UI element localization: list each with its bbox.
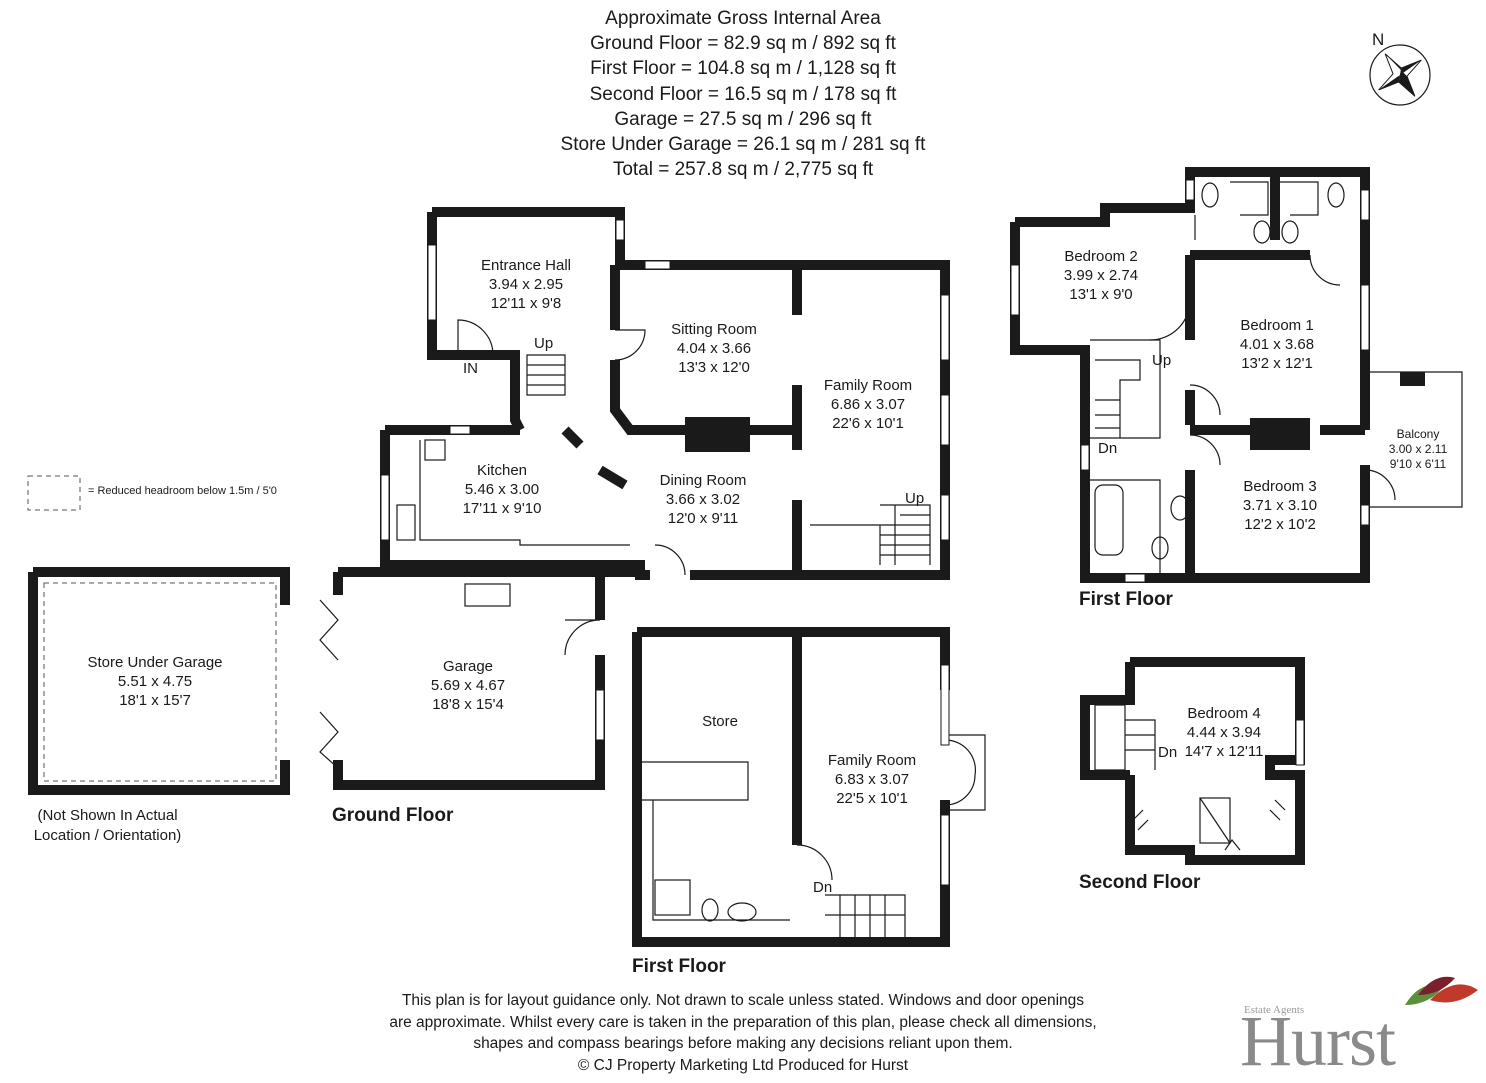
area-line-second: Second Floor = 16.5 sq m / 178 sq ft: [589, 83, 897, 105]
svg-text:Sitting Room: Sitting Room: [671, 321, 757, 338]
first-floor-lower-plan: [632, 627, 986, 947]
ground-floor-plan: [28, 207, 950, 795]
svg-text:Store: Store: [702, 713, 738, 730]
svg-text:3.94 x 2.95: 3.94 x 2.95: [489, 276, 563, 293]
stair-dn-first-label: Dn: [1098, 440, 1117, 457]
svg-text:4.04 x 3.66: 4.04 x 3.66: [677, 340, 751, 357]
room-store: Store: [702, 713, 738, 730]
svg-text:13'3 x 12'0: 13'3 x 12'0: [678, 359, 750, 376]
stair-up-family-label: Up: [905, 490, 924, 507]
disclaimer: This plan is for layout guidance only. N…: [300, 990, 1186, 1076]
disclaimer-line-4: © CJ Property Marketing Ltd Produced for…: [577, 1056, 909, 1074]
area-line-first: First Floor = 104.8 sq m / 1,128 sq ft: [590, 58, 896, 80]
room-kitchen: Kitchen 5.46 x 3.00 17'11 x 9'10: [463, 462, 542, 517]
room-garage: Garage 5.69 x 4.67 18'8 x 15'4: [431, 658, 505, 713]
room-family-room-first: Family Room 6.83 x 3.07 22'5 x 10'1: [828, 752, 916, 807]
svg-text:Family Room: Family Room: [828, 752, 916, 769]
room-sitting-room: Sitting Room 4.04 x 3.66 13'3 x 12'0: [671, 321, 757, 376]
svg-text:13'2 x 12'1: 13'2 x 12'1: [1241, 355, 1313, 372]
brand-tagline: Estate Agents: [1244, 1004, 1305, 1016]
stair-up-entrance-label: Up: [534, 335, 553, 352]
room-store-under-garage: Store Under Garage 5.51 x 4.75 18'1 x 15…: [87, 654, 222, 709]
floor-label-first-main: First Floor: [1079, 589, 1173, 610]
area-title: Approximate Gross Internal Area: [605, 8, 881, 29]
disclaimer-line-3: shapes and compass bearings before makin…: [473, 1035, 1013, 1052]
area-line-store: Store Under Garage = 26.1 sq m / 281 sq …: [560, 134, 926, 156]
svg-text:6.83 x 3.07: 6.83 x 3.07: [835, 771, 909, 788]
svg-text:Store Under Garage: Store Under Garage: [87, 654, 222, 671]
svg-text:22'5 x 10'1: 22'5 x 10'1: [836, 790, 908, 807]
svg-text:3.00 x 2.11: 3.00 x 2.11: [1389, 442, 1448, 456]
svg-text:Balcony: Balcony: [1397, 427, 1440, 441]
compass-icon: [1369, 44, 1431, 106]
svg-text:3.66 x 3.02: 3.66 x 3.02: [666, 491, 740, 508]
stair-dn-family-first-label: Dn: [813, 879, 832, 896]
area-line-total: Total = 257.8 sq m / 2,775 sq ft: [612, 159, 874, 181]
svg-text:18'1 x 15'7: 18'1 x 15'7: [119, 692, 191, 709]
floor-label-second: Second Floor: [1079, 872, 1201, 893]
svg-text:5.69 x 4.67: 5.69 x 4.67: [431, 677, 505, 694]
svg-text:5.51 x 4.75: 5.51 x 4.75: [118, 673, 192, 690]
disclaimer-line-2: are approximate. Whilst every care is ta…: [389, 1013, 1097, 1031]
room-family-room-ground: Family Room 6.86 x 3.07 22'6 x 10'1: [824, 377, 912, 432]
svg-text:4.01 x 3.68: 4.01 x 3.68: [1240, 336, 1314, 353]
brand-logo-text: Hurst: [1240, 1001, 1396, 1081]
room-bedroom-2: Bedroom 2 3.99 x 2.74 13'1 x 9'0: [1064, 248, 1138, 303]
svg-text:Kitchen: Kitchen: [477, 462, 527, 479]
second-floor-plan: [1080, 657, 1305, 865]
svg-text:12'11 x 9'8: 12'11 x 9'8: [491, 295, 562, 312]
svg-text:6.86 x 3.07: 6.86 x 3.07: [831, 396, 905, 413]
svg-text:12'2 x 10'2: 12'2 x 10'2: [1244, 516, 1316, 533]
svg-text:Entrance Hall: Entrance Hall: [481, 257, 571, 274]
stair-dn-second-label: Dn: [1158, 744, 1177, 761]
store-note-line-1: (Not Shown In Actual: [37, 807, 178, 824]
stair-up-first-label: Up: [1152, 352, 1171, 369]
room-bedroom-1: Bedroom 1 4.01 x 3.68 13'2 x 12'1: [1240, 317, 1314, 372]
svg-text:22'6 x 10'1: 22'6 x 10'1: [832, 415, 904, 432]
svg-text:Garage: Garage: [443, 658, 493, 675]
svg-text:12'0 x 9'11: 12'0 x 9'11: [668, 510, 739, 527]
first-floor-main-plan: [1010, 167, 1463, 583]
legend-swatch: [27, 475, 81, 511]
area-line-garage: Garage = 27.5 sq m / 296 sq ft: [614, 108, 872, 130]
svg-text:17'11 x 9'10: 17'11 x 9'10: [463, 500, 542, 517]
svg-text:4.44 x 3.94: 4.44 x 3.94: [1187, 724, 1261, 741]
area-summary: Approximate Gross Internal Area Ground F…: [443, 6, 1043, 182]
room-bedroom-4: Bedroom 4 4.44 x 3.94 14'7 x 12'11: [1185, 705, 1264, 760]
disclaimer-line-1: This plan is for layout guidance only. N…: [401, 992, 1085, 1009]
room-dining-room: Dining Room 3.66 x 3.02 12'0 x 9'11: [660, 472, 747, 527]
legend-text: = Reduced headroom below 1.5m / 5'0: [88, 485, 277, 497]
floor-label-first-lower: First Floor: [632, 956, 726, 977]
area-line-ground: Ground Floor = 82.9 sq m / 892 sq ft: [590, 33, 896, 55]
svg-text:Bedroom 2: Bedroom 2: [1064, 248, 1137, 265]
svg-text:Bedroom 3: Bedroom 3: [1243, 478, 1316, 495]
entrance-in-label: IN: [463, 360, 478, 377]
floor-label-ground: Ground Floor: [332, 805, 454, 826]
svg-text:13'1 x 9'0: 13'1 x 9'0: [1069, 286, 1132, 303]
store-location-note: (Not Shown In Actual Location / Orientat…: [20, 806, 195, 846]
room-balcony: Balcony 3.00 x 2.11 9'10 x 6'11: [1389, 427, 1448, 471]
compass-north-label: N: [1372, 30, 1385, 49]
svg-text:5.46 x 3.00: 5.46 x 3.00: [465, 481, 539, 498]
svg-text:Bedroom 4: Bedroom 4: [1187, 705, 1260, 722]
brand-leaf-icon: [1405, 976, 1478, 1005]
svg-text:Dining Room: Dining Room: [660, 472, 747, 489]
store-note-line-2: Location / Orientation): [33, 827, 182, 844]
svg-text:3.71 x 3.10: 3.71 x 3.10: [1243, 497, 1317, 514]
svg-text:3.99 x 2.74: 3.99 x 2.74: [1064, 267, 1138, 284]
svg-text:9'10 x 6'11: 9'10 x 6'11: [1390, 457, 1447, 471]
room-entrance-hall: Entrance Hall 3.94 x 2.95 12'11 x 9'8: [481, 257, 571, 312]
svg-text:Family Room: Family Room: [824, 377, 912, 394]
svg-text:Bedroom 1: Bedroom 1: [1240, 317, 1313, 334]
room-bedroom-3: Bedroom 3 3.71 x 3.10 12'2 x 10'2: [1243, 478, 1317, 533]
svg-text:18'8 x 15'4: 18'8 x 15'4: [432, 696, 504, 713]
svg-text:14'7 x 12'11: 14'7 x 12'11: [1185, 743, 1264, 760]
